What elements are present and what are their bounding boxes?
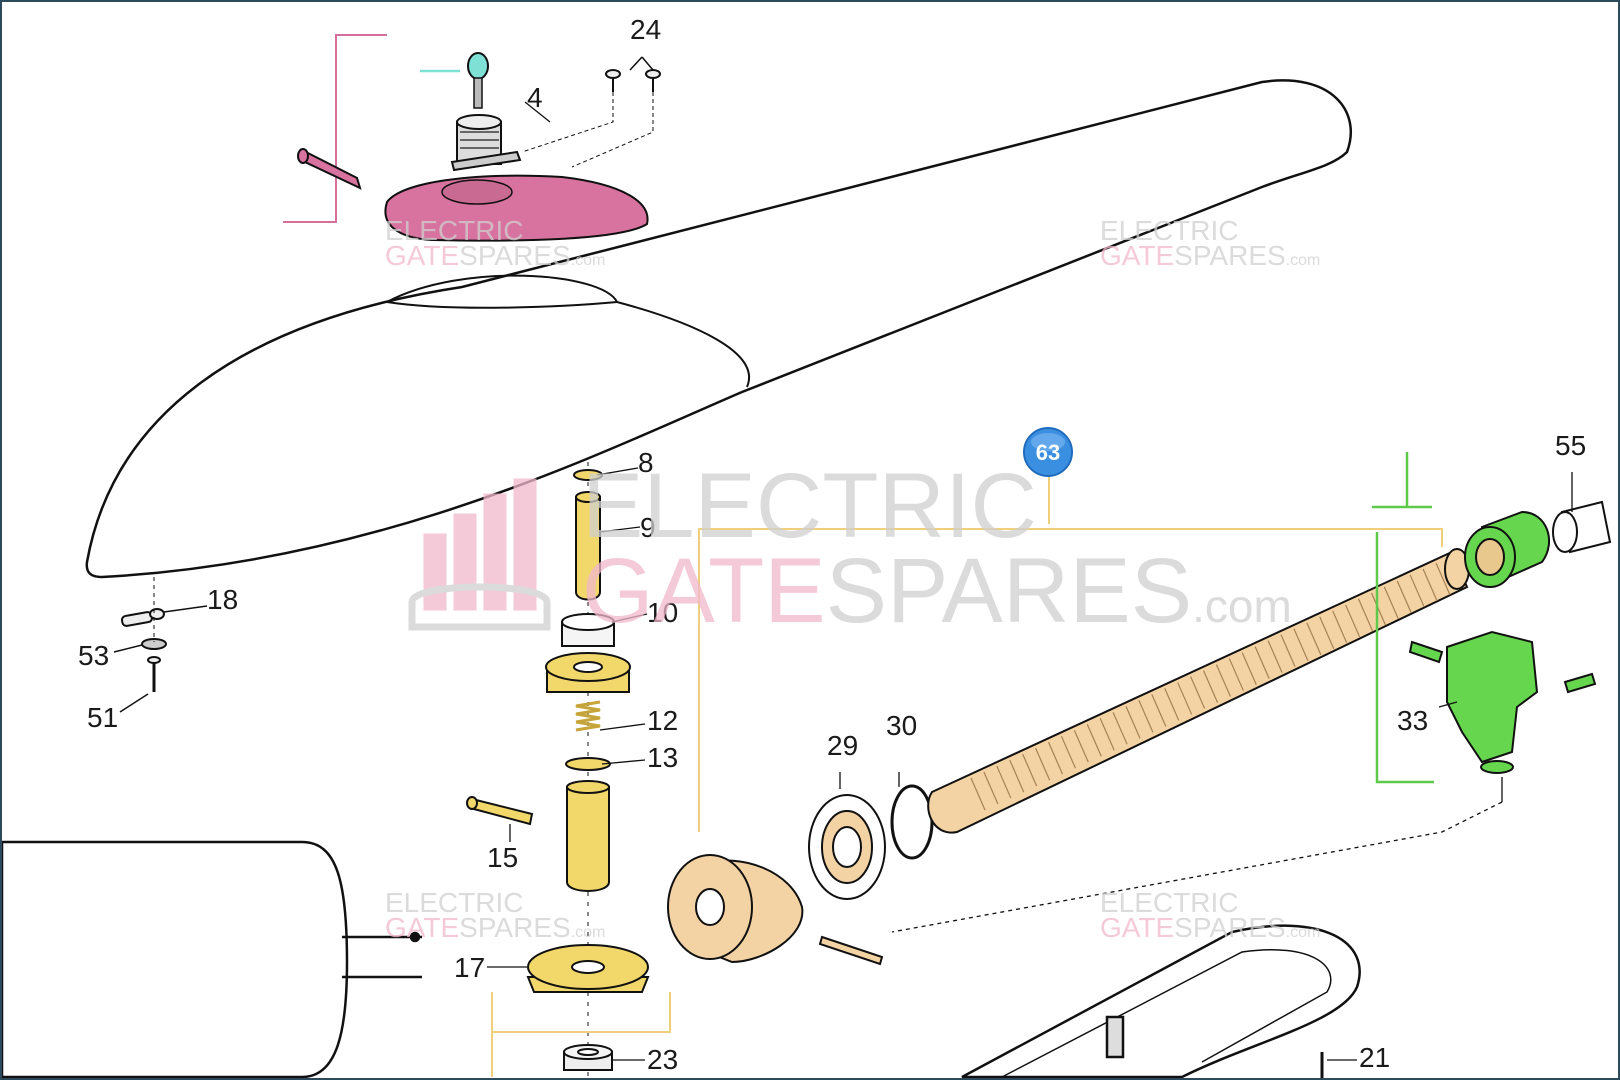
thread-line bbox=[1138, 700, 1154, 733]
lock-assembly bbox=[283, 34, 661, 242]
thread-line bbox=[1177, 682, 1193, 715]
thread-line bbox=[1086, 724, 1102, 757]
thread-line bbox=[1357, 598, 1374, 632]
vertical-gear-stack bbox=[466, 462, 650, 1077]
label-55: 55 bbox=[1555, 430, 1586, 461]
motor-body bbox=[2, 840, 422, 1078]
thread-line bbox=[1060, 735, 1076, 769]
bevel-gear-horizontal bbox=[667, 784, 934, 966]
label-24: 24 bbox=[630, 14, 661, 45]
thread-line bbox=[1112, 712, 1128, 745]
thread-line bbox=[1022, 753, 1038, 787]
label-33: 33 bbox=[1397, 705, 1428, 736]
thread-line bbox=[1228, 658, 1244, 691]
key-icon bbox=[467, 52, 489, 80]
svg-text:GATESPARES.com: GATESPARES.com bbox=[385, 912, 605, 943]
thread-line bbox=[1396, 580, 1412, 614]
label-4: 4 bbox=[527, 82, 543, 113]
thread-line bbox=[1293, 628, 1309, 661]
leader-lines bbox=[487, 101, 1573, 1061]
thread-line bbox=[1422, 568, 1438, 602]
watermark-line1: ELECTRIC bbox=[582, 455, 1037, 557]
thread-line bbox=[1383, 586, 1399, 620]
bushing-55 bbox=[1552, 500, 1612, 554]
label-18: 18 bbox=[207, 584, 238, 615]
screw-24 bbox=[605, 69, 661, 92]
svg-text:GATESPARES.com: GATESPARES.com bbox=[1100, 240, 1320, 271]
thread-line bbox=[970, 777, 986, 811]
thread-line bbox=[1241, 652, 1257, 685]
green-parts bbox=[1408, 510, 1597, 774]
thread-line bbox=[1035, 747, 1051, 781]
label-12: 12 bbox=[647, 705, 678, 736]
label-8: 8 bbox=[638, 447, 654, 478]
label-23: 23 bbox=[647, 1044, 678, 1075]
label-21: 21 bbox=[1359, 1042, 1390, 1073]
cover-housing bbox=[85, 79, 1352, 579]
thread-line bbox=[1332, 610, 1348, 644]
watermark-spares: SPARES bbox=[826, 540, 1192, 642]
thread-line bbox=[1345, 604, 1361, 638]
svg-text:ELECTRIC: ELECTRIC bbox=[1100, 887, 1238, 918]
small-parts-left bbox=[113, 577, 208, 713]
watermark-small-bottomleft: ELECTRIC GATESPARES.com bbox=[385, 887, 605, 943]
thread-line bbox=[1190, 676, 1206, 709]
badge-63-label: 63 bbox=[1036, 440, 1060, 465]
thread-line bbox=[1306, 622, 1322, 655]
thread-line bbox=[1164, 688, 1180, 721]
label-15: 15 bbox=[487, 842, 518, 873]
watermark-small-topright: ELECTRIC GATESPARES.com bbox=[1100, 215, 1320, 271]
svg-text:ELECTRIC: ELECTRIC bbox=[1100, 215, 1238, 246]
thread-line bbox=[983, 771, 999, 805]
thread-line bbox=[1370, 592, 1386, 626]
thread-line bbox=[1099, 718, 1115, 751]
watermark-small-bottomright: ELECTRIC GATESPARES.com bbox=[1100, 887, 1320, 943]
thread-line bbox=[1009, 759, 1025, 793]
watermark-com: .com bbox=[1192, 580, 1292, 632]
svg-text:GATESPARES.com: GATESPARES.com bbox=[1100, 912, 1320, 943]
lock-cylinder bbox=[450, 114, 522, 172]
watermark-small-topleft: ELECTRIC GATESPARES.com bbox=[385, 215, 605, 271]
label-9: 9 bbox=[640, 512, 656, 543]
thread-line bbox=[1267, 640, 1283, 673]
label-17: 17 bbox=[454, 952, 485, 983]
base-casing bbox=[961, 924, 1361, 1078]
label-13: 13 bbox=[647, 742, 678, 773]
badge-63[interactable]: 63 bbox=[1023, 427, 1073, 477]
thread-line bbox=[1319, 616, 1335, 649]
bracket-yellow-bottom bbox=[491, 992, 671, 1077]
watermark-gate: GATE bbox=[582, 540, 826, 642]
bracket-green bbox=[1372, 452, 1434, 784]
thread-line bbox=[1215, 664, 1231, 697]
label-10: 10 bbox=[647, 597, 678, 628]
thread-line bbox=[996, 765, 1012, 799]
label-29: 29 bbox=[827, 730, 858, 761]
label-30: 30 bbox=[886, 710, 917, 741]
watermark-logo-icon bbox=[408, 478, 551, 631]
thread-line bbox=[1409, 574, 1425, 608]
label-51: 51 bbox=[87, 702, 118, 733]
watermark-large: ELECTRIC GATESPARES.com bbox=[408, 455, 1292, 642]
thread-line bbox=[1202, 670, 1219, 703]
bracket-pink bbox=[283, 34, 387, 223]
bracket-yellow-63 bbox=[698, 474, 1443, 832]
svg-text:ELECTRIC: ELECTRIC bbox=[385, 215, 523, 246]
leadscrew bbox=[927, 548, 1470, 834]
thread-line bbox=[1280, 634, 1296, 667]
thread-line bbox=[1125, 706, 1141, 739]
thread-line bbox=[1073, 729, 1089, 763]
thread-line bbox=[1254, 646, 1270, 679]
pin-part bbox=[297, 148, 362, 190]
label-53: 53 bbox=[78, 640, 109, 671]
svg-text:ELECTRIC: ELECTRIC bbox=[385, 887, 523, 918]
svg-text:GATESPARES.com: GATESPARES.com bbox=[385, 240, 605, 271]
thread-line bbox=[1151, 694, 1167, 727]
watermark-line2: GATESPARES.com bbox=[582, 540, 1292, 642]
thread-line bbox=[1435, 562, 1451, 596]
thread-line bbox=[1047, 741, 1064, 775]
part-labels: 24 4 8 9 10 12 13 15 17 18 21 23 29 30 3… bbox=[78, 14, 1586, 1075]
